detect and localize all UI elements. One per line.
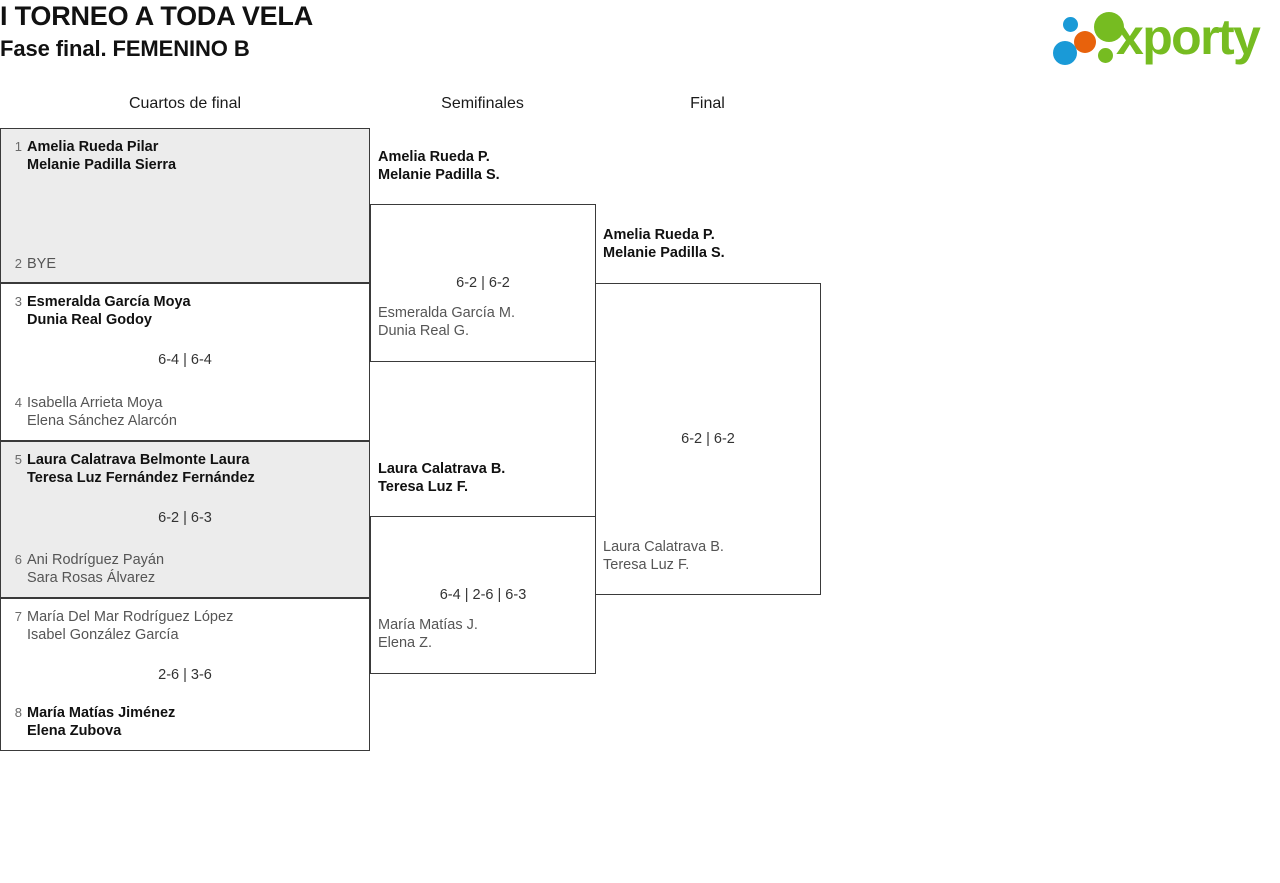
player-name-1: Esmeralda García M. [378,305,515,321]
match-quarterfinal-2[interactable]: 3 Esmeralda García Moya Dunia Real Godoy… [0,283,370,441]
player-name-1: Amelia Rueda P. [603,227,715,243]
semifinal-1-top-team[interactable]: Amelia Rueda P. Melanie Padilla S. [378,148,500,184]
seed-number: 7 [14,609,22,624]
match-score: 6-4 | 2-6 | 6-3 [439,587,527,603]
tournament-phase: Fase final. FEMENINO B [0,36,250,61]
player-name-1: Isabella Arrieta Moya [27,395,163,411]
team-names: Isabella Arrieta Moya Elena Sánchez Alar… [27,393,369,430]
player-name-2: Elena Zubova [27,723,122,739]
match-slot-top[interactable]: 5 Laura Calatrava Belmonte Laura Teresa … [1,450,369,487]
seed-number: 4 [14,395,22,410]
player-name-1: BYE [27,256,57,272]
logo-wordmark: xporty [1116,9,1261,65]
round-header-quarterfinals: Cuartos de final [128,95,242,112]
match-slot-bottom[interactable]: 6 Ani Rodríguez Payán Sara Rosas Álvarez [1,550,369,587]
team-names: Esmeralda García Moya Dunia Real Godoy [27,292,369,329]
match-quarterfinal-4[interactable]: 7 María Del Mar Rodríguez López Isabel G… [0,598,370,751]
player-name-1: María Matías J. [378,617,478,633]
logo-dot-blue-small-icon [1063,17,1078,32]
semifinal-2-top-team[interactable]: Laura Calatrava B. Teresa Luz F. [378,460,505,496]
player-name-2: Teresa Luz F. [603,557,690,573]
logo-dot-green-large-icon [1094,12,1124,42]
team-names: BYE [27,254,369,273]
page-header: I TORNEO A TODA VELA Fase final. FEMENIN… [0,0,1280,78]
player-name-1: Ani Rodríguez Payán [27,552,165,568]
tournament-name: I TORNEO A TODA VELA [0,1,314,31]
final-top-team[interactable]: Amelia Rueda P. Melanie Padilla S. [603,226,725,262]
seed-number: 5 [14,452,22,467]
match-semifinal-2[interactable]: 6-4 | 2-6 | 6-3 [370,516,596,674]
match-score: 6-4 | 6-4 [158,352,212,368]
match-quarterfinal-3[interactable]: 5 Laura Calatrava Belmonte Laura Teresa … [0,441,370,598]
team-names: Amelia Rueda Pilar Melanie Padilla Sierr… [27,137,369,174]
round-headers: Cuartos de final Semifinales Final [0,95,1280,121]
player-name-1: Laura Calatrava Belmonte Laura [27,452,250,468]
player-name-1: Amelia Rueda Pilar [27,139,159,155]
match-slot-bottom[interactable]: 2 BYE [1,254,369,274]
match-slot-top[interactable]: 1 Amelia Rueda Pilar Melanie Padilla Sie… [1,137,369,174]
logo-dot-orange-icon [1074,31,1096,53]
seed-number: 2 [14,256,22,271]
player-name-1: Laura Calatrava B. [603,539,724,555]
player-name-1: María Matías Jiménez [27,705,176,721]
player-name-2: Isabel González García [27,627,179,643]
player-name-1: Esmeralda García Moya [27,294,191,310]
team-names: Laura Calatrava Belmonte Laura Teresa Lu… [27,450,369,487]
match-semifinal-1[interactable]: 6-2 | 6-2 [370,204,596,362]
player-name-1: Laura Calatrava B. [378,461,506,477]
player-name-2: Teresa Luz F. [378,479,468,495]
player-name-2: Melanie Padilla S. [603,245,725,261]
match-score: 2-6 | 3-6 [158,667,212,683]
logo-dots-icon [1052,10,1124,66]
match-slot-bottom[interactable]: 4 Isabella Arrieta Moya Elena Sánchez Al… [1,393,369,430]
round-header-semifinals: Semifinales [441,95,524,112]
seed-number: 1 [14,139,22,154]
match-slot-top[interactable]: 3 Esmeralda García Moya Dunia Real Godoy [1,292,369,329]
match-score: 6-2 | 6-2 [681,431,735,447]
semifinal-1-bottom-team[interactable]: Esmeralda García M. Dunia Real G. [378,304,515,340]
match-slot-top[interactable]: 7 María Del Mar Rodríguez López Isabel G… [1,607,369,644]
round-header-final: Final [690,95,725,112]
player-name-2: Melanie Padilla Sierra [27,157,177,173]
team-names: María Matías Jiménez Elena Zubova [27,703,369,740]
bracket: 1 Amelia Rueda Pilar Melanie Padilla Sie… [0,128,1280,828]
match-quarterfinal-1[interactable]: 1 Amelia Rueda Pilar Melanie Padilla Sie… [0,128,370,283]
match-score: 6-2 | 6-3 [158,510,212,526]
seed-number: 6 [14,552,22,567]
team-names: Ani Rodríguez Payán Sara Rosas Álvarez [27,550,369,587]
player-name-2: Melanie Padilla S. [378,167,500,183]
player-name-1: María Del Mar Rodríguez López [27,609,234,625]
player-name-2: Teresa Luz Fernández Fernández [27,470,255,486]
team-names: María Del Mar Rodríguez López Isabel Gon… [27,607,369,644]
player-name-2: Dunia Real Godoy [27,312,152,328]
semifinal-2-bottom-team[interactable]: María Matías J. Elena Z. [378,616,478,652]
final-bottom-team[interactable]: Laura Calatrava B. Teresa Luz F. [603,538,724,574]
player-name-2: Elena Z. [378,635,432,651]
seed-number: 8 [14,705,22,720]
player-name-2: Sara Rosas Álvarez [27,570,156,586]
page-title: I TORNEO A TODA VELA Fase final. FEMENIN… [0,2,313,60]
player-name-1: Amelia Rueda P. [378,149,490,165]
logo-dot-green-small-icon [1098,48,1113,63]
logo-dot-blue-large-icon [1053,41,1077,65]
seed-number: 3 [14,294,22,309]
match-slot-bottom[interactable]: 8 María Matías Jiménez Elena Zubova [1,703,369,740]
xporty-logo: xporty [1046,6,1274,68]
player-name-2: Dunia Real G. [378,323,470,339]
player-name-2: Elena Sánchez Alarcón [27,413,177,429]
match-final[interactable]: 6-2 | 6-2 [595,283,821,595]
match-score: 6-2 | 6-2 [456,275,510,291]
